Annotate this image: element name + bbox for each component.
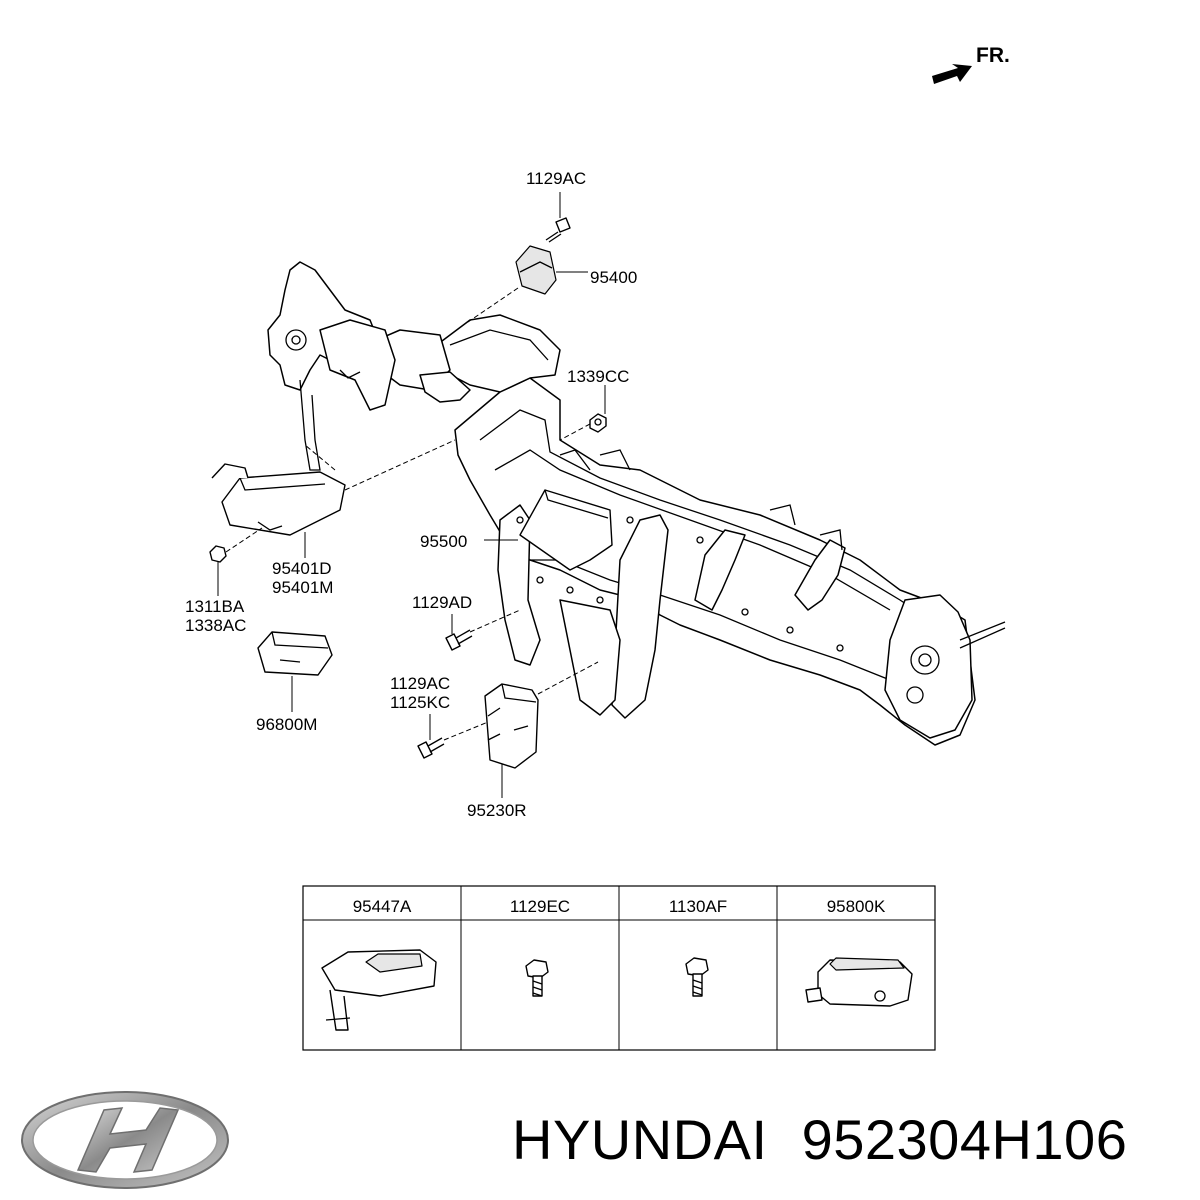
table-header-col3: 1130AF (669, 897, 727, 916)
parts-table: 95447A 1129EC 1130AF 95800K (302, 885, 936, 1051)
nut-1339cc (589, 413, 607, 433)
callout-95400: 95400 (590, 268, 637, 287)
callout-1311ba: 1311BA (185, 597, 245, 616)
sensor-module-icon (805, 957, 913, 1007)
direction-arrow-icon (932, 64, 972, 84)
module-95401 (211, 463, 346, 536)
callout-1339cc: 1339CC (567, 367, 629, 386)
nut-1311ba (209, 545, 227, 563)
callout-95401d: 95401D (272, 559, 332, 578)
callout-1338ac: 1338AC (185, 616, 246, 635)
callout-1129ad: 1129AD (412, 593, 472, 612)
bolt-icon (685, 957, 709, 997)
callout-96800m: 96800M (256, 715, 317, 734)
bolt-1129ac-top (545, 217, 571, 243)
table-header-col2: 1129EC (510, 897, 570, 916)
callout-95500: 95500 (420, 532, 467, 551)
module-95400 (515, 245, 557, 295)
brand-name: HYUNDAI (512, 1108, 768, 1171)
fr-label: FR. (976, 44, 1010, 67)
module-bracket-icon (321, 949, 437, 1031)
callout-1129ac-lower: 1129AC (390, 674, 450, 693)
brand-part-title: HYUNDAI 952304H106 (512, 1100, 1192, 1180)
cowl-crossmember-frame (267, 261, 1006, 746)
callout-95230r: 95230R (467, 801, 527, 820)
brand-part-number: 952304H106 (801, 1108, 1128, 1171)
module-96800m (257, 631, 333, 676)
module-95230r (484, 683, 539, 769)
module-95500 (519, 489, 613, 571)
bolt-icon (525, 959, 549, 997)
bolt-1129ac-lower (417, 737, 445, 759)
table-header-col4: 95800K (827, 897, 886, 916)
callout-1125kc: 1125KC (390, 693, 450, 712)
bolt-1129ad (445, 629, 473, 651)
callout-95401m: 95401M (272, 578, 333, 597)
table-header-col1: 95447A (353, 897, 412, 916)
hyundai-logo-icon (21, 1091, 229, 1189)
callout-1129ac-top: 1129AC (526, 169, 586, 188)
